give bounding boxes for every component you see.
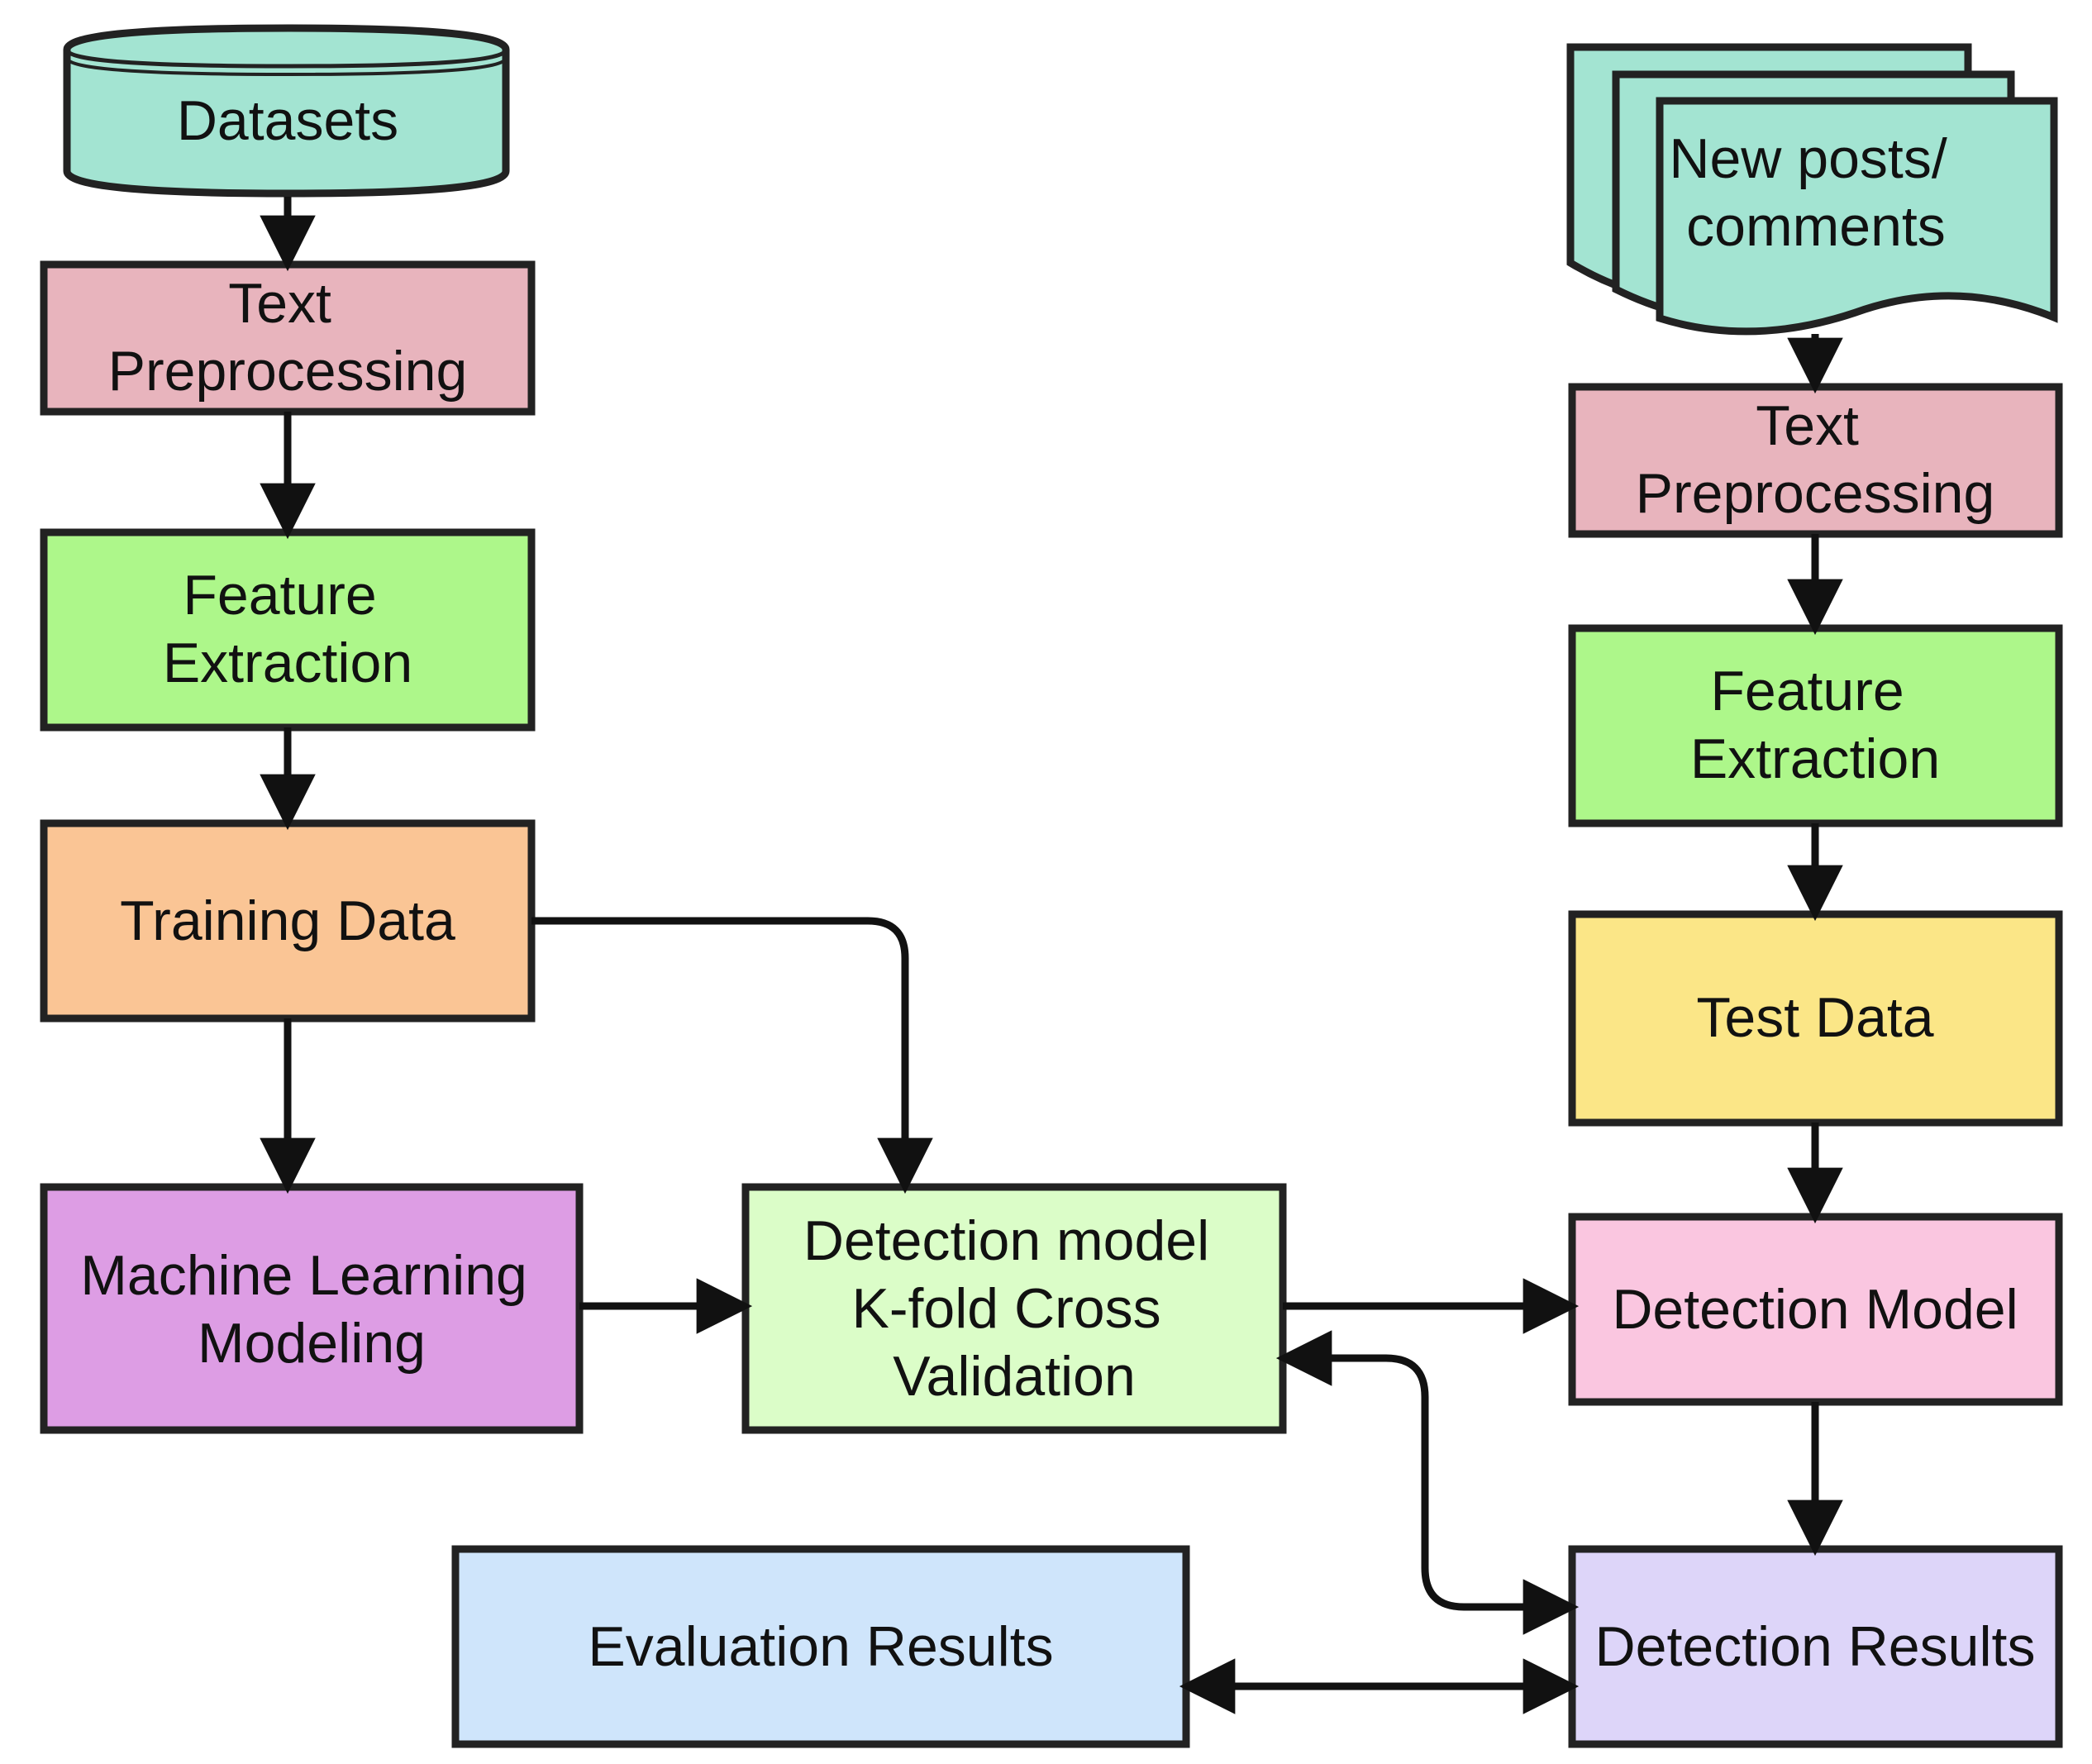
detection-results-box bbox=[1568, 1545, 2063, 1748]
feature-extraction-left-label: Feature Extraction bbox=[163, 564, 412, 694]
datasets-label: Datasets bbox=[177, 89, 398, 152]
ml-modeling-label: Machine Learning Modeling bbox=[80, 1244, 543, 1375]
text-preprocessing-left-label: Text Preprocessing bbox=[108, 272, 468, 403]
cross-validation-line-3: Validation bbox=[893, 1345, 1136, 1408]
ml-modeling-box bbox=[40, 1183, 584, 1434]
test-data-line-1: Test Data bbox=[1696, 986, 1933, 1049]
detection-model-node: Detection Model bbox=[1568, 1213, 2063, 1406]
evaluation-results-box bbox=[451, 1545, 1190, 1748]
new-posts-line-2: comments bbox=[1686, 195, 1946, 258]
feature-extraction-right-line-1: Feature bbox=[1710, 660, 1904, 722]
feature-extraction-right-box bbox=[1568, 624, 2063, 827]
detection-results-line-1: Detection Results bbox=[1595, 1615, 2036, 1678]
text-preprocessing-right-label: Text Preprocessing bbox=[1636, 394, 1995, 525]
feature-extraction-right-line-2: Extraction bbox=[1690, 727, 1940, 790]
evaluation-results-line-1: Evaluation Results bbox=[588, 1615, 1053, 1678]
text-preprocessing-right-node: Text Preprocessing bbox=[1568, 383, 2063, 538]
new-posts-shape-front bbox=[1656, 97, 2058, 336]
ml-modeling-line-1: Machine Learning bbox=[80, 1244, 527, 1307]
cross-validation-node: Detection model K-fold Cross Validation bbox=[741, 1183, 1287, 1434]
feature-extraction-left-node: Feature Extraction bbox=[40, 528, 536, 732]
detection-results-node: Detection Results bbox=[1568, 1545, 2063, 1748]
training-data-label: Training Data bbox=[120, 889, 455, 952]
datasets-node: Datasets bbox=[63, 24, 510, 198]
text-preprocessing-left-line-2: Preprocessing bbox=[108, 340, 468, 403]
feature-extraction-left-box bbox=[40, 528, 536, 732]
evaluation-results-node: Evaluation Results bbox=[451, 1545, 1190, 1748]
detection-model-label: Detection Model bbox=[1612, 1278, 2018, 1341]
test-data-label: Test Data bbox=[1696, 986, 1933, 1049]
arrow-training-data-to-cross-validation bbox=[531, 917, 933, 1194]
cross-validation-label: Detection model K-fold Cross Validation bbox=[803, 1209, 1225, 1408]
ml-modeling-line-2: Modeling bbox=[198, 1312, 426, 1375]
cross-validation-line-1: Detection model bbox=[803, 1209, 1209, 1272]
training-data-node: Training Data bbox=[40, 819, 536, 1023]
feature-extraction-right-node: Feature Extraction bbox=[1568, 624, 2063, 827]
cross-validation-box bbox=[741, 1183, 1287, 1434]
new-posts-line-1: New posts/ bbox=[1669, 127, 1947, 190]
new-posts-label: New posts/ comments bbox=[1669, 127, 1962, 258]
text-preprocessing-right-line-2: Preprocessing bbox=[1636, 462, 1995, 525]
feature-extraction-left-line-2: Extraction bbox=[163, 632, 412, 694]
feature-extraction-left-line-1: Feature bbox=[183, 564, 376, 627]
new-posts-node: New posts/ comments bbox=[1566, 43, 2058, 336]
evaluation-results-label: Evaluation Results bbox=[588, 1615, 1053, 1678]
detection-model-box bbox=[1568, 1213, 2063, 1406]
datasets-shape bbox=[63, 24, 510, 198]
feature-extraction-right-label: Feature Extraction bbox=[1690, 660, 1940, 790]
text-preprocessing-left-box bbox=[40, 260, 536, 416]
detection-model-line-1: Detection Model bbox=[1612, 1278, 2018, 1341]
datasets-label-line-1: Datasets bbox=[177, 89, 398, 152]
cross-validation-line-2: K-fold Cross bbox=[851, 1277, 1160, 1340]
test-data-box bbox=[1568, 910, 2063, 1127]
ml-modeling-node: Machine Learning Modeling bbox=[40, 1183, 584, 1434]
training-data-line-1: Training Data bbox=[120, 889, 455, 952]
test-data-node: Test Data bbox=[1568, 910, 2063, 1127]
text-preprocessing-left-line-1: Text bbox=[228, 272, 331, 335]
detection-results-label: Detection Results bbox=[1595, 1615, 2036, 1678]
text-preprocessing-right-line-1: Text bbox=[1756, 394, 1859, 457]
arrow-cross-validation-to-detection-results bbox=[1275, 1330, 1580, 1635]
text-preprocessing-left-node: Text Preprocessing bbox=[40, 260, 536, 416]
